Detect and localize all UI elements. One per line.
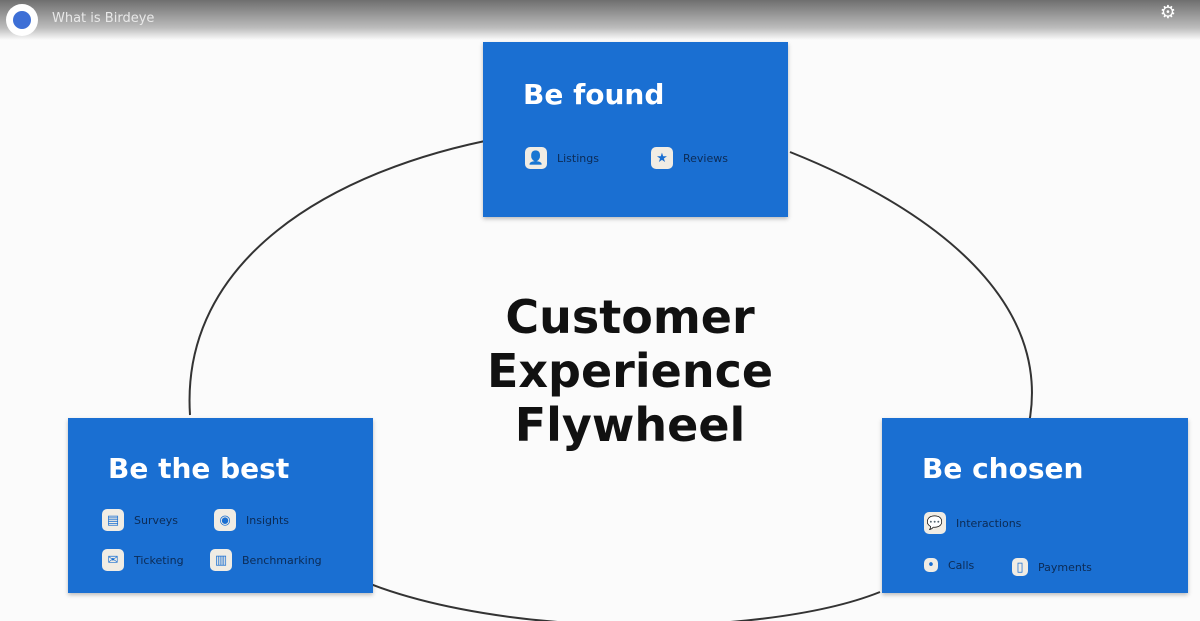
node-item: ▯ Payments <box>1012 558 1092 576</box>
item-label: Listings <box>557 151 599 165</box>
channel-logo[interactable] <box>6 4 38 36</box>
arrow-found-to-chosen <box>789 151 1033 441</box>
node-item: 💬 Interactions <box>924 512 1021 534</box>
listing-icon: 👤 <box>525 147 547 169</box>
node-title: Be chosen <box>922 452 1084 485</box>
video-top-bar: What is Birdeye ⚙ <box>0 0 1200 40</box>
title-line: Flywheel <box>514 398 746 452</box>
birdeye-logo-icon <box>13 11 31 29</box>
card-icon: ▯ <box>1012 558 1028 576</box>
node-title: Be found <box>523 78 665 111</box>
node-item: ▤ Surveys <box>102 509 178 531</box>
insight-icon: ◉ <box>214 509 236 531</box>
item-label: Calls <box>948 558 975 572</box>
phone-icon: • <box>924 558 938 573</box>
chat-icon: 💬 <box>924 512 946 534</box>
ticket-icon: ✉ <box>102 549 124 571</box>
diagram-title: Customer Experience Flywheel <box>440 290 820 452</box>
node-item: ▥ Benchmarking <box>210 549 322 571</box>
arrow-chosen-to-best <box>334 567 881 621</box>
item-label: Payments <box>1038 560 1092 574</box>
item-label: Insights <box>246 513 290 527</box>
item-label: Interactions <box>956 516 1022 530</box>
star-icon: ★ <box>651 147 673 169</box>
item-label: Surveys <box>134 513 178 527</box>
benchmark-icon: ▥ <box>210 549 232 571</box>
survey-icon: ▤ <box>102 509 124 531</box>
video-title[interactable]: What is Birdeye <box>52 11 155 26</box>
item-label: Benchmarking <box>242 553 322 567</box>
node-item: • Calls <box>924 558 975 573</box>
node-item: ◉ Insights <box>214 509 289 531</box>
node-item: ★ Reviews <box>651 147 728 169</box>
arrow-best-to-found <box>188 137 501 416</box>
node-item: ✉ Ticketing <box>102 549 184 571</box>
title-line: Experience <box>486 344 774 398</box>
title-line: Customer <box>505 290 755 344</box>
item-label: Reviews <box>683 151 728 165</box>
node-be-chosen: Be chosen 💬 Interactions • Calls ▯ Payments <box>882 418 1188 593</box>
item-label: Ticketing <box>134 553 184 567</box>
node-be-found: Be found 👤 Listings ★ Reviews <box>483 42 788 217</box>
settings-icon[interactable]: ⚙ <box>1159 2 1176 23</box>
node-item: 👤 Listings <box>525 147 599 169</box>
node-be-the-best: Be the best ▤ Surveys ◉ Insights ✉ Ticketin… <box>68 418 373 593</box>
node-title: Be the best <box>108 452 290 485</box>
